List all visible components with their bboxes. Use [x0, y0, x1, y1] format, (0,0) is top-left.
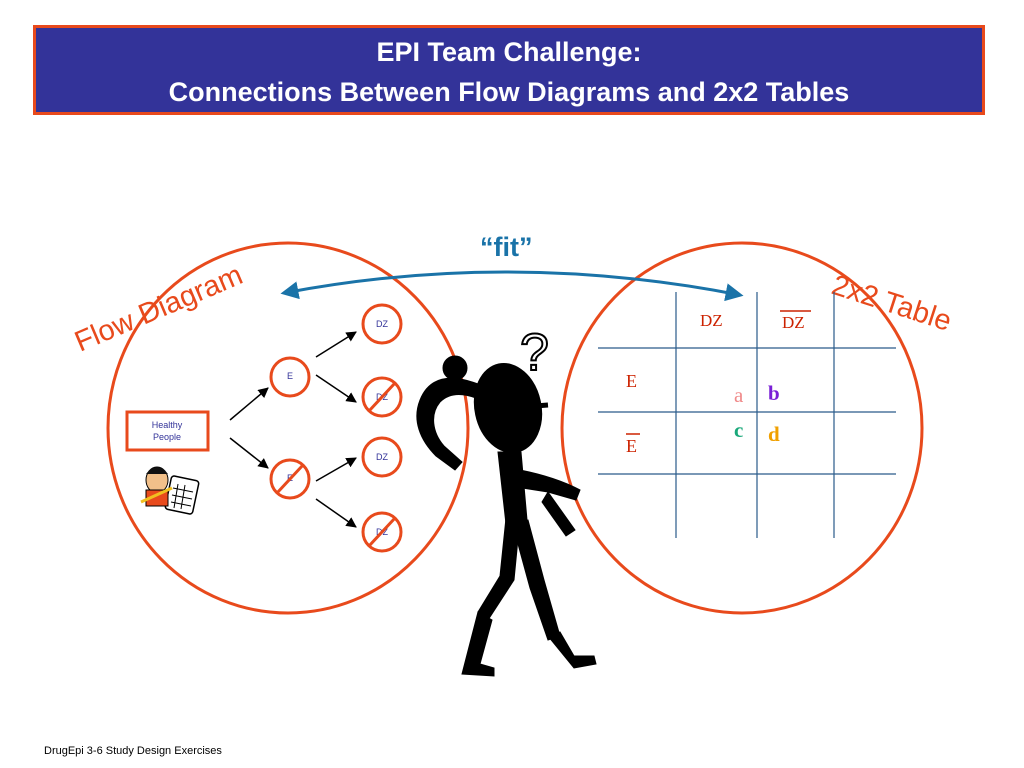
not-slash — [367, 516, 397, 548]
cell-d: d — [768, 422, 780, 446]
fit-label: “fit” — [480, 232, 532, 262]
not-slash — [367, 381, 397, 413]
flow-diagram-circle — [106, 241, 470, 615]
arrow-e-to-dz1 — [315, 331, 357, 358]
healthy-people-line1: Healthy — [152, 420, 183, 430]
exposed-node: E — [269, 356, 311, 398]
dz-node-4: DZ — [361, 511, 403, 553]
col-header-dz: DZ — [700, 311, 723, 330]
unexposed-node: E — [269, 458, 311, 500]
person-with-calculator-icon — [140, 466, 200, 515]
dz-node-2: DZ — [361, 376, 403, 418]
footer-text: DrugEpi 3-6 Study Design Exercises — [44, 745, 222, 757]
page-title-line1: EPI Team Challenge: — [376, 37, 642, 67]
thinking-figure-icon — [416, 355, 597, 677]
exposed-node-label: E — [287, 371, 293, 381]
dz-node-3-label: DZ — [376, 452, 388, 462]
arrow-e-to-dz2 — [315, 374, 357, 403]
cell-b: b — [768, 381, 780, 405]
not-slash — [275, 463, 305, 495]
arrow-to-unexposed — [229, 437, 269, 469]
arrow-e-to-dz4 — [315, 498, 357, 528]
page-title-line2: Connections Between Flow Diagrams and 2x… — [168, 77, 850, 107]
row-header-e: E — [626, 371, 637, 391]
arrow-to-exposed — [229, 387, 269, 421]
col-header-no-dz: DZ — [782, 313, 805, 332]
question-mark-icon: ? — [520, 324, 549, 382]
table-circle — [560, 241, 924, 615]
dz-node-1-label: DZ — [376, 319, 388, 329]
healthy-people-line2: People — [153, 432, 181, 442]
flow-diagram-label: Flow Diagram — [70, 259, 247, 358]
row-header-no-e: E — [626, 436, 637, 456]
arrow-e-to-dz3 — [315, 457, 357, 482]
cell-c: c — [734, 418, 743, 442]
fit-arrow — [280, 270, 744, 302]
dz-node-1: DZ — [361, 303, 403, 345]
title-banner: EPI Team Challenge: Connections Between … — [33, 25, 985, 115]
healthy-people-box — [125, 410, 210, 452]
two-by-two-grid — [598, 292, 896, 538]
dz-node-3: DZ — [361, 436, 403, 478]
cell-a: a — [734, 383, 744, 407]
